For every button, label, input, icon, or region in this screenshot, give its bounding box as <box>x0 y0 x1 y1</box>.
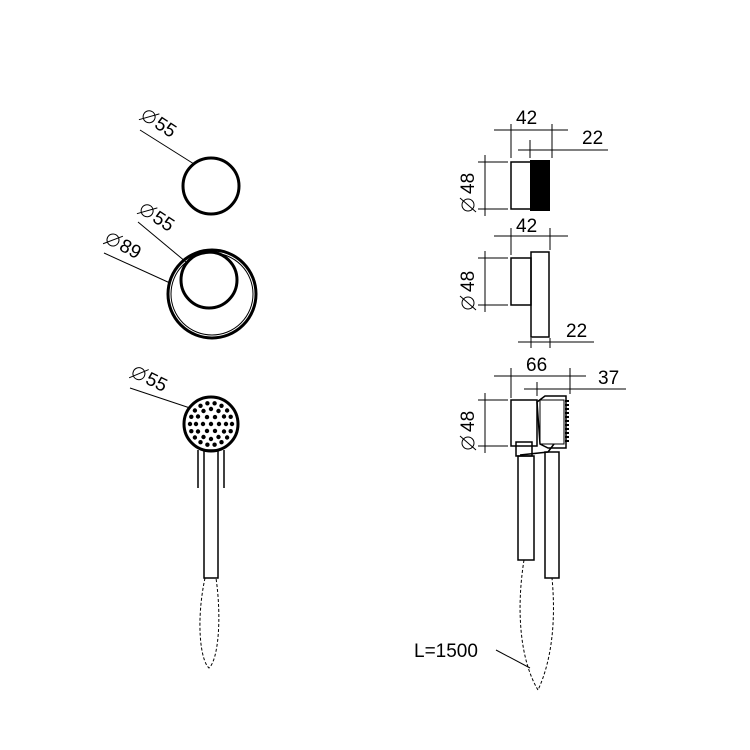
knob-leader-line <box>139 129 195 165</box>
nozzle-dot <box>208 406 214 412</box>
side-nozzle <box>565 404 569 406</box>
side-nozzle <box>565 420 569 422</box>
nozzle-dot <box>216 434 221 440</box>
knob-diameter-label: 55 <box>138 110 180 142</box>
wall-plate-front-view: 55 89 <box>102 204 258 340</box>
nozzle-dot <box>193 421 199 427</box>
side-nozzle <box>565 432 569 434</box>
nozzle-dot <box>189 414 194 419</box>
plate-side-view: 42 48 22 <box>458 216 594 348</box>
plate-inner-diameter-label: 55 <box>136 204 178 236</box>
plate-inner-leader-line <box>137 221 187 263</box>
diameter-symbol-icon <box>461 198 475 212</box>
nozzle-dot <box>198 403 203 408</box>
nozzle-dot <box>208 421 214 427</box>
hose-length-leader <box>495 649 531 669</box>
nozzle-dot <box>219 403 224 408</box>
side-nozzle <box>565 428 569 430</box>
plate-outer-diameter-text: 89 <box>116 235 145 263</box>
bottom-width-text: 66 <box>526 355 547 376</box>
knob-side-view: 42 22 48 <box>458 108 608 216</box>
diameter-symbol-icon <box>461 436 475 450</box>
plate-profile <box>530 251 550 338</box>
shower-head-profile <box>536 395 567 449</box>
hose-dashed <box>199 577 220 669</box>
nozzle-dot <box>208 436 214 442</box>
mid-diameter-text: 48 <box>458 271 479 292</box>
mid-depth-text: 22 <box>566 321 587 342</box>
knob-front-view: 55 <box>138 110 241 216</box>
shower-side-view: 66 37 48 L=1500 <box>414 355 626 692</box>
nozzle-dot <box>229 421 235 427</box>
nozzle-dot <box>221 414 227 419</box>
nozzle-dot <box>200 421 206 427</box>
top-width-text: 42 <box>516 108 537 129</box>
side-nozzle <box>565 436 569 438</box>
diameter-symbol-icon <box>461 296 475 310</box>
hose-pipe-left <box>517 455 535 561</box>
knob-grip <box>530 160 550 211</box>
diameter-symbol-icon <box>140 204 154 218</box>
nozzle-dot <box>216 408 221 414</box>
hose-length-text: L=1500 <box>414 641 478 662</box>
top-depth-text: 22 <box>582 128 603 149</box>
bottom-depth-text: 37 <box>598 368 619 389</box>
nozzle-dot <box>223 421 229 427</box>
nozzle-dot <box>198 440 203 445</box>
side-nozzle <box>565 412 569 414</box>
nozzle-dot <box>221 429 227 434</box>
diameter-symbol-icon <box>142 110 156 124</box>
nozzle-dot <box>224 435 230 440</box>
plate-inner-circle <box>179 250 239 310</box>
nozzle-dot <box>228 414 233 419</box>
nozzle-dot <box>195 429 201 434</box>
mid-width-text: 42 <box>516 216 537 237</box>
side-nozzle <box>565 424 569 426</box>
nozzle-dot <box>187 421 193 427</box>
nozzle-dot <box>195 414 201 419</box>
nozzle-dot <box>189 429 194 434</box>
bottom-diameter-text: 48 <box>458 411 479 432</box>
shower-diameter-label: 55 <box>128 367 170 397</box>
nozzle-dot <box>228 429 233 434</box>
side-nozzle <box>565 416 569 418</box>
side-nozzle <box>565 408 569 410</box>
side-nozzle <box>565 400 569 402</box>
nozzle-dot <box>224 408 230 413</box>
nozzle-dot <box>205 442 210 447</box>
nozzle-dot <box>205 401 210 406</box>
diameter-symbol-icon <box>132 367 146 381</box>
shower-handle <box>203 449 219 579</box>
nozzle-dot <box>216 421 222 427</box>
plate-outer-leader-line <box>103 252 171 284</box>
nozzle-dot <box>192 408 198 413</box>
hand-shower-front-view: 55 <box>128 367 240 669</box>
nozzle-dot <box>212 428 218 434</box>
shower-nozzles <box>187 401 235 447</box>
plate-outer-diameter-label: 89 <box>102 233 145 264</box>
nozzle-dot <box>212 414 218 420</box>
nozzle-dot <box>192 435 198 440</box>
nozzle-dot <box>204 414 210 420</box>
top-diameter-text: 48 <box>458 173 479 194</box>
nozzle-dot <box>201 408 206 414</box>
nozzle-dot <box>219 440 224 445</box>
nozzle-dot <box>204 428 210 434</box>
diameter-symbol-icon <box>106 233 120 247</box>
hose-dashed-side <box>519 559 554 692</box>
nozzle-dot <box>201 434 206 440</box>
side-nozzle <box>565 440 569 442</box>
side-nozzles <box>565 400 569 442</box>
shower-leader-line <box>129 387 191 409</box>
plate-outer-circle <box>166 248 258 340</box>
hose-pipe-right <box>544 451 560 579</box>
nozzle-dot <box>212 442 217 447</box>
shower-diameter-text: 55 <box>142 369 170 397</box>
nozzle-dot <box>212 401 217 406</box>
shower-head-circle <box>182 395 240 453</box>
knob-circle <box>181 156 241 216</box>
